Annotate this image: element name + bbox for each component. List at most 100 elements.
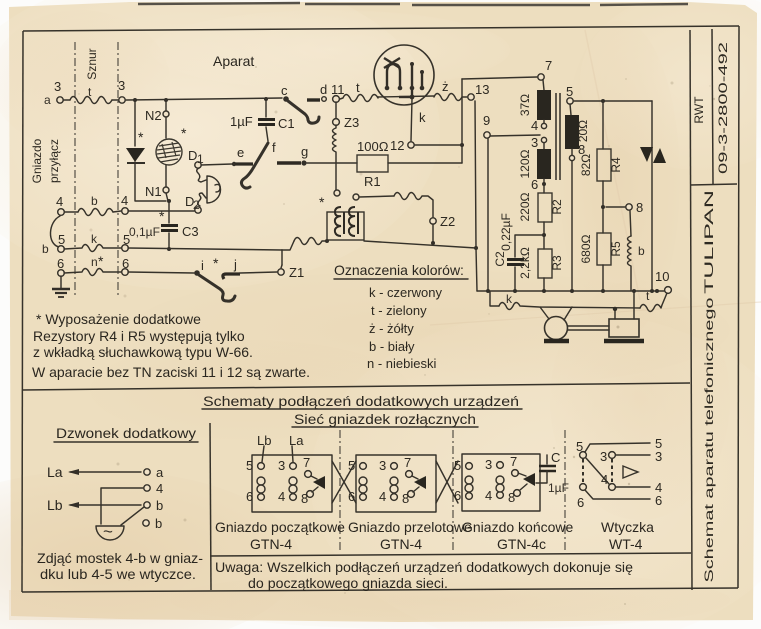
svg-text:R2: R2 [550, 199, 564, 215]
svg-text:4: 4 [379, 489, 386, 504]
svg-text:220Ω: 220Ω [518, 192, 532, 221]
svg-text:12: 12 [390, 138, 404, 153]
svg-text:6: 6 [57, 256, 64, 271]
svg-text:b: b [156, 498, 163, 513]
svg-text:3: 3 [531, 135, 538, 150]
svg-text:N2: N2 [145, 108, 162, 123]
svg-text:TULIPAN: TULIPAN [702, 190, 716, 294]
svg-text:GTN-4c: GTN-4c [497, 536, 546, 552]
svg-text:680Ω: 680Ω [579, 234, 593, 263]
svg-text:a: a [156, 465, 164, 480]
svg-text:8: 8 [636, 200, 643, 215]
svg-text:Gniazdo: Gniazdo [30, 138, 44, 183]
svg-text:2,2kΩ: 2,2kΩ [518, 247, 532, 279]
svg-text:7: 7 [510, 454, 517, 469]
svg-text:b: b [91, 194, 98, 208]
svg-text:09-3-2800-492: 09-3-2800-492 [716, 41, 730, 174]
svg-text:k: k [419, 110, 426, 125]
svg-text:k - czerwony: k - czerwony [369, 285, 442, 300]
svg-text:a: a [44, 93, 51, 107]
svg-text:b: b [42, 242, 49, 256]
svg-text:Schemat aparatu telefonicznego: Schemat aparatu telefonicznego [702, 297, 716, 583]
svg-text:6: 6 [348, 489, 355, 504]
svg-text:N1: N1 [145, 184, 162, 199]
svg-text:*: * [159, 208, 165, 224]
svg-text:4: 4 [121, 193, 128, 208]
svg-text:i: i [201, 258, 204, 273]
svg-text:Aparat: Aparat [213, 53, 254, 69]
svg-text:przyłącz: przyłącz [47, 139, 61, 183]
svg-text:20Ω: 20Ω [576, 120, 590, 142]
svg-text:4: 4 [156, 481, 163, 496]
svg-text:R1: R1 [364, 174, 381, 189]
svg-text:Zdjąć mostek 4-b w gniaz-: Zdjąć mostek 4-b w gniaz- [37, 550, 203, 566]
svg-text:Gniazdo przelotowe: Gniazdo przelotowe [348, 519, 472, 535]
svg-text:t: t [356, 80, 360, 95]
svg-text:5: 5 [566, 84, 573, 99]
svg-text:c: c [281, 83, 288, 98]
svg-text:f: f [272, 140, 276, 155]
svg-text:k: k [91, 232, 98, 246]
svg-text:5: 5 [576, 439, 583, 454]
svg-text:La: La [289, 433, 304, 448]
svg-text:37Ω: 37Ω [518, 94, 532, 116]
svg-text:3: 3 [118, 78, 125, 93]
svg-text:g: g [301, 144, 308, 159]
svg-text:8: 8 [402, 491, 409, 506]
svg-text:Sieć gniazdek rozłącznych: Sieć gniazdek rozłącznych [294, 411, 476, 427]
svg-text:RWT: RWT [692, 96, 706, 124]
svg-text:t: t [88, 85, 92, 99]
svg-text:5: 5 [246, 458, 253, 473]
svg-text:4: 4 [485, 488, 492, 503]
svg-text:* Wyposażenie dodatkowe: * Wyposażenie dodatkowe [36, 311, 201, 327]
svg-text:d: d [320, 82, 327, 97]
svg-text:La: La [47, 464, 63, 480]
svg-text:6: 6 [531, 177, 538, 192]
svg-text:R5: R5 [609, 241, 623, 257]
svg-text:82Ω: 82Ω [579, 154, 593, 176]
svg-text:D: D [188, 148, 197, 163]
svg-text:ż: ż [442, 79, 449, 94]
svg-text:6: 6 [655, 493, 662, 508]
svg-text:Z2: Z2 [440, 214, 455, 229]
svg-text:9: 9 [483, 113, 490, 128]
svg-text:n - niebieski: n - niebieski [367, 356, 436, 371]
svg-text:k: k [506, 292, 513, 306]
svg-text:3: 3 [278, 458, 285, 473]
svg-text:5: 5 [655, 436, 662, 451]
svg-text:Lb: Lb [257, 433, 271, 448]
svg-text:4: 4 [601, 472, 608, 487]
svg-text:6: 6 [122, 256, 129, 271]
svg-text:7: 7 [545, 58, 552, 73]
svg-text:3: 3 [379, 458, 386, 473]
svg-text:R4: R4 [609, 157, 623, 173]
svg-text:do początkowego gniazda sieci.: do początkowego gniazda sieci. [248, 575, 448, 591]
svg-text:1µF: 1µF [548, 481, 569, 495]
svg-text:*: * [138, 129, 144, 145]
svg-text:dku lub 4-5 we wtyczce.: dku lub 4-5 we wtyczce. [40, 566, 196, 582]
svg-text:z wkładką słuchawkową typu W-6: z wkładką słuchawkową typu W-66. [33, 344, 253, 360]
svg-text:5: 5 [454, 458, 461, 473]
svg-text:j: j [233, 257, 237, 272]
svg-text:3: 3 [54, 79, 61, 94]
svg-text:11: 11 [331, 82, 345, 97]
svg-text:0,1µF: 0,1µF [129, 225, 160, 239]
svg-text:6: 6 [454, 488, 461, 503]
svg-text:e: e [237, 145, 244, 160]
svg-text:8: 8 [578, 142, 585, 157]
svg-text:GTN-4: GTN-4 [380, 536, 422, 552]
svg-text:WT-4: WT-4 [609, 536, 643, 552]
svg-text:Z1: Z1 [289, 265, 304, 280]
svg-text:R3: R3 [550, 255, 564, 271]
svg-text:t - zielony: t - zielony [371, 303, 427, 318]
svg-text:W aparacie bez TN zaciski 11 i: W aparacie bez TN zaciski 11 i 12 są zwa… [32, 364, 310, 380]
svg-text:10: 10 [655, 269, 669, 284]
svg-text:Uwaga: Wszelkich podłączeń urz: Uwaga: Wszelkich podłączeń urządzeń doda… [215, 559, 633, 575]
svg-text:100Ω: 100Ω [357, 139, 389, 154]
svg-text:1µF: 1µF [230, 114, 253, 129]
svg-text:ż - żółty: ż - żółty [369, 321, 414, 336]
svg-text:3: 3 [655, 449, 662, 464]
svg-text:Dzwonek dodatkowy: Dzwonek dodatkowy [56, 425, 196, 441]
svg-text:Gniazdo końcowe: Gniazdo końcowe [462, 519, 574, 535]
svg-text:C: C [551, 450, 560, 465]
